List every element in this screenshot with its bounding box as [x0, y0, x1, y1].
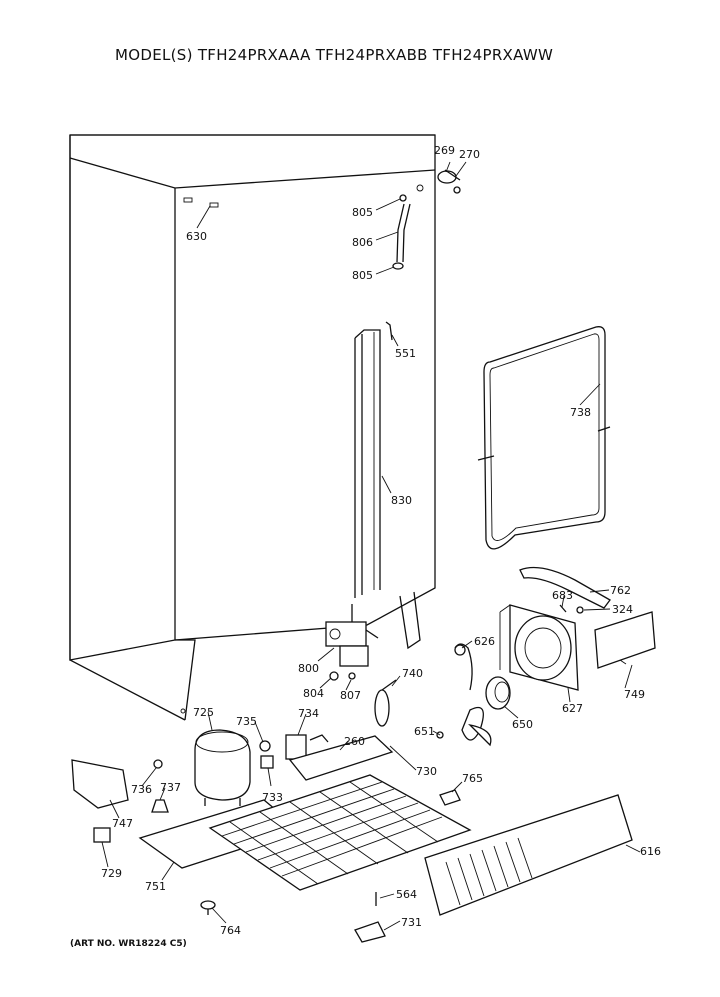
callout-731: 731 — [401, 916, 422, 929]
motor-part — [485, 676, 511, 710]
valve-part — [325, 604, 379, 667]
callout-800: 800 — [298, 662, 319, 675]
drain-pan-part — [288, 735, 394, 781]
hinge-part — [437, 169, 461, 194]
fan-shroud-part — [499, 604, 579, 691]
callout-270: 270 — [459, 148, 480, 161]
callout-725: 725 — [193, 706, 214, 719]
screw-part-324 — [576, 606, 584, 614]
cabinet — [69, 134, 436, 721]
callout-269: 269 — [434, 144, 455, 157]
callout-324: 324 — [612, 603, 633, 616]
compressor-part — [194, 729, 251, 806]
callout-806: 806 — [352, 236, 373, 249]
callout-729: 729 — [101, 867, 122, 880]
part-765 — [439, 789, 461, 806]
cover-tab — [619, 659, 627, 665]
part-807 — [348, 672, 356, 680]
callout-805: 805 — [352, 206, 373, 219]
callout-737: 737 — [160, 781, 181, 794]
callout-747: 747 — [112, 817, 133, 830]
callout-260: 260 — [344, 735, 365, 748]
relay-part — [260, 755, 274, 769]
callout-labels: 269 270 630 805 806 805 551 738 830 762 … — [101, 144, 661, 937]
callout-551: 551 — [395, 347, 416, 360]
part-804 — [329, 671, 339, 681]
coil-part — [374, 679, 397, 727]
callout-730: 730 — [416, 765, 437, 778]
gasket-part — [477, 326, 611, 550]
part-737 — [151, 799, 169, 813]
callout-626: 626 — [474, 635, 495, 648]
callout-764: 764 — [220, 924, 241, 937]
callout-650: 650 — [512, 718, 533, 731]
cover-part — [594, 611, 656, 669]
art-number: (ART NO. WR18224 C5) — [70, 939, 187, 949]
strip-part — [519, 566, 611, 609]
callout-733: 733 — [262, 791, 283, 804]
condenser-part — [208, 774, 472, 891]
callout-564: 564 — [396, 888, 417, 901]
grille-part — [424, 794, 633, 916]
callout-616: 616 — [640, 845, 661, 858]
callout-830: 830 — [391, 494, 412, 507]
callout-734: 734 — [298, 707, 319, 720]
callout-630: 630 — [186, 230, 207, 243]
tube-part — [392, 194, 411, 270]
callout-805-lower: 805 — [352, 269, 373, 282]
callout-736: 736 — [131, 783, 152, 796]
callout-738: 738 — [570, 406, 591, 419]
callout-765: 765 — [462, 772, 483, 785]
part-731 — [354, 921, 386, 943]
callout-627: 627 — [562, 702, 583, 715]
part-747 — [71, 759, 129, 809]
part-764 — [200, 900, 216, 915]
callout-749: 749 — [624, 688, 645, 701]
grommet-part — [259, 740, 271, 752]
callout-751: 751 — [145, 880, 166, 893]
fan-blade-part — [436, 706, 492, 747]
part-736 — [153, 759, 163, 769]
clip-part — [559, 604, 567, 613]
screw-part — [385, 321, 393, 341]
callout-735: 735 — [236, 715, 257, 728]
callout-683: 683 — [552, 589, 573, 602]
callout-651: 651 — [414, 725, 435, 738]
callout-740: 740 — [402, 667, 423, 680]
callout-804: 804 — [303, 687, 324, 700]
part-729 — [93, 827, 111, 843]
callout-807: 807 — [340, 689, 361, 702]
model-title: MODEL(S) TFH24PRXAAA TFH24PRXABB TFH24PR… — [115, 46, 553, 64]
leader-lines — [101, 161, 641, 931]
callout-762: 762 — [610, 584, 631, 597]
